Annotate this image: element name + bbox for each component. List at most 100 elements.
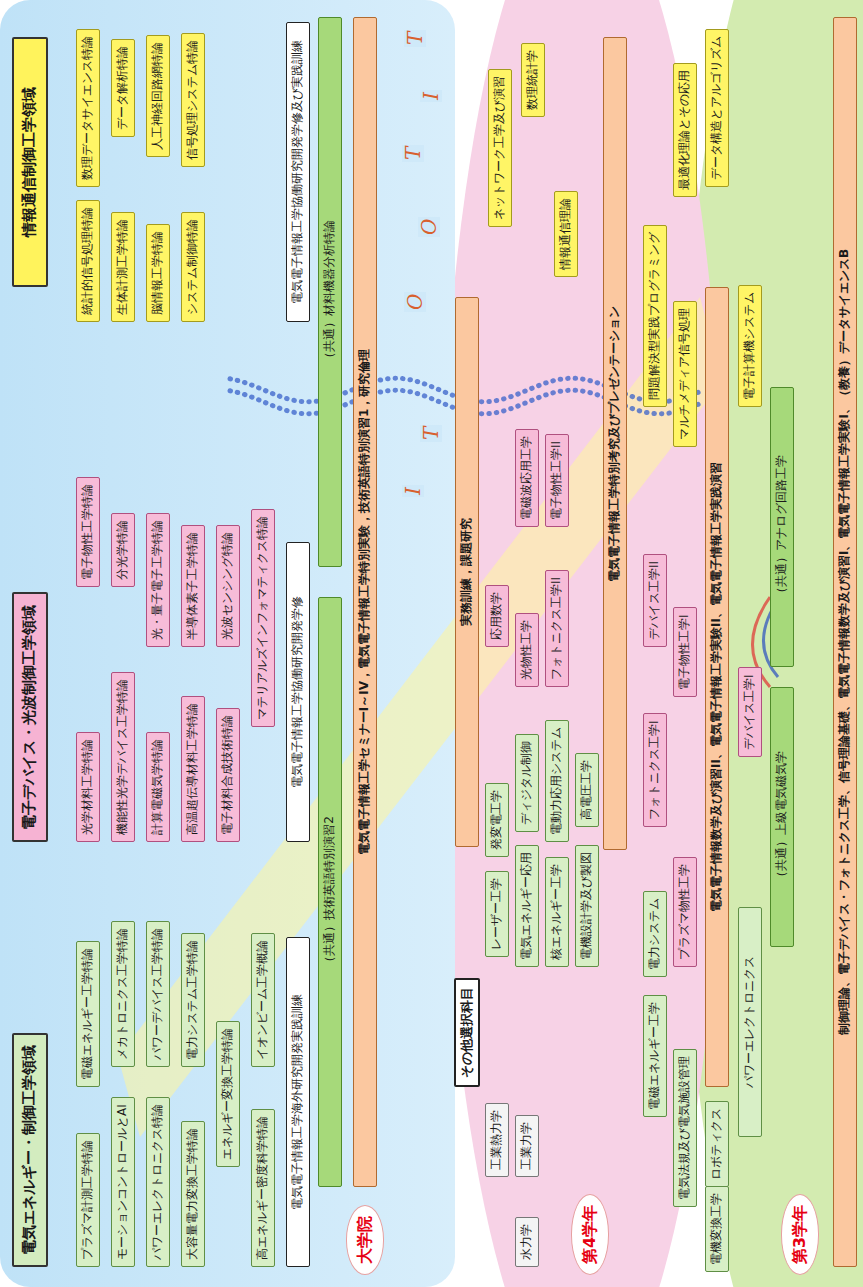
node-text: 工業力学 bbox=[519, 1122, 533, 1170]
node-text: 情報通信理論 bbox=[558, 198, 572, 270]
node-text: 電力システム工学特論 bbox=[185, 940, 199, 1060]
course-box: フォトニクス工学II bbox=[545, 570, 569, 687]
course-box: 電力システム工学特論 bbox=[181, 933, 205, 1067]
node-text: マテリアルズインフォマティクス特論 bbox=[255, 516, 269, 720]
node-text: 大容量電力変換工学特論 bbox=[185, 1128, 199, 1260]
node-text: 電子デバイス・光波制御工学領域 bbox=[20, 605, 38, 830]
watermark-letter: T bbox=[420, 425, 442, 442]
course-box: 光・量子電子工学特論 bbox=[146, 513, 170, 647]
node-text: 電磁エネルギー工学特論 bbox=[80, 948, 94, 1080]
node-text: 光波センシング特論 bbox=[220, 532, 234, 640]
node-text: 高温超伝導材料工学特論 bbox=[185, 703, 199, 835]
watermark-letter: I bbox=[420, 90, 442, 102]
course-box: モーションコントロールとAI bbox=[111, 1097, 135, 1267]
elective-header: その他選択科目 bbox=[454, 978, 481, 1087]
course-box: 数理統計学 bbox=[521, 43, 545, 117]
required-band: 電気電子情報工学セミナーI～IV，電気電子情報工学特別実験，技術英語特別演習1，… bbox=[353, 17, 377, 1187]
node-text: 電気エネルギー応用 bbox=[519, 852, 533, 960]
node-text: 電子物性工学I bbox=[677, 614, 691, 690]
course-box: 発変電工学 bbox=[485, 783, 509, 857]
node-text: 第3学年 bbox=[790, 1205, 809, 1264]
node-text: パワーデバイス工学特論 bbox=[150, 928, 164, 1060]
elective-box: 水力学 bbox=[515, 1217, 539, 1267]
region-header: 電気エネルギー・制御工学領域 bbox=[12, 1033, 48, 1267]
year-label: 第3学年 bbox=[781, 1194, 820, 1275]
course-box: 電機変換工学 bbox=[705, 1186, 729, 1272]
common-course-box: （共通）アナログ回路工学 bbox=[770, 387, 794, 667]
course-box: 電子物性工学I bbox=[673, 607, 697, 697]
node-text: 電子計算機システム bbox=[742, 292, 756, 400]
watermark-letter: T bbox=[402, 145, 424, 162]
node-text: 電機設計学及び製図 bbox=[579, 852, 593, 960]
course-box: データ解析特論 bbox=[111, 39, 135, 137]
node-text: レーザー工学 bbox=[489, 878, 503, 950]
node-text: メカトロニクス工学特論 bbox=[115, 928, 129, 1060]
course-box: 応用数学 bbox=[485, 585, 509, 647]
light-beam bbox=[118, 297, 722, 1137]
node-text: 大学院 bbox=[355, 1216, 374, 1264]
watermark-letter: O bbox=[418, 217, 440, 237]
node-text: 計算電磁気学特論 bbox=[150, 739, 164, 835]
node-text: 電気電子情報数学及び演習II、電気電子情報工学実験II、電気電子情報工学実践演習 bbox=[709, 462, 723, 912]
node-text: 電気電子情報工学協働研究開発学修 bbox=[290, 596, 304, 788]
training-box: 電気電子情報工学協働研究開発学修 bbox=[286, 542, 310, 842]
training-box: 電気電子情報工学協働研究開発学修及び実践訓練 bbox=[286, 22, 310, 322]
node-text: 脳情報工学特論 bbox=[150, 231, 164, 315]
node-text: フォトニクス工学I bbox=[647, 720, 661, 820]
course-box: プラズマ物性工学 bbox=[673, 857, 697, 967]
course-box: 電気エネルギー応用 bbox=[515, 845, 539, 967]
course-box: 電磁波応用工学 bbox=[515, 429, 539, 527]
course-box: デバイス工学II bbox=[643, 554, 667, 647]
course-box: フォトニクス工学I bbox=[643, 713, 667, 827]
required-band: 電気電子情報工学特別考究及びプレゼンテーション bbox=[603, 37, 627, 850]
watermark-letter: T bbox=[404, 30, 426, 47]
course-box: パワーエレクトロニクス bbox=[738, 907, 762, 1137]
course-box: 電磁エネルギー工学特論 bbox=[76, 941, 100, 1087]
node-text: システム制御特論 bbox=[185, 219, 199, 315]
year-label: 大学院 bbox=[346, 1205, 385, 1275]
node-text: エネルギー変換工学特論 bbox=[220, 1028, 234, 1160]
course-box: 光物性工学 bbox=[515, 613, 539, 687]
elective-box: 工業力学 bbox=[515, 1115, 539, 1177]
node-text: 電子物性工学II bbox=[549, 441, 563, 520]
node-text: 電気電子情報工学海外研究開発実践訓練 bbox=[290, 994, 304, 1210]
node-text: 電気電子情報工学協働研究開発学修及び実践訓練 bbox=[290, 40, 304, 304]
node-text: プラズマ物性工学 bbox=[677, 864, 691, 960]
course-box: ロボティクス bbox=[705, 1101, 729, 1187]
common-course-box: （共通）技術英語特別演習2 bbox=[318, 597, 342, 1187]
node-text: 電子材料合成技術特論 bbox=[220, 715, 234, 835]
node-text: 核エネルギー工学 bbox=[549, 864, 563, 960]
course-box: 脳情報工学特論 bbox=[146, 224, 170, 322]
course-box: パワーデバイス工学特論 bbox=[146, 921, 170, 1067]
course-box: 人工神経回路網特論 bbox=[146, 35, 170, 157]
course-box: 計算電磁気学特論 bbox=[146, 732, 170, 842]
node-text: 問題解決型実践プログラミング bbox=[647, 232, 661, 400]
course-box: 数理データサイエンス特論 bbox=[76, 29, 100, 187]
node-text: データ構造とアルゴリズム bbox=[709, 36, 723, 180]
common-course-box: （共通）材料機器分析特論 bbox=[318, 17, 342, 567]
node-text: 工業熱力学 bbox=[489, 1110, 503, 1170]
watermark-letter: I bbox=[402, 485, 424, 497]
node-text: 半導体素子工学特論 bbox=[185, 532, 199, 640]
node-text: ネットワーク工学及び演習 bbox=[492, 76, 506, 220]
node-text: （共通）材料機器分析特論 bbox=[322, 220, 336, 364]
course-box: マルチメディア信号処理 bbox=[673, 301, 697, 447]
required-band: 電気電子情報数学及び演習II、電気電子情報工学実験II、電気電子情報工学実践演習 bbox=[705, 287, 729, 1087]
node-text: ディジタル制御 bbox=[519, 741, 533, 825]
course-box: マテリアルズインフォマティクス特論 bbox=[251, 509, 275, 727]
node-text: 電機変換工学 bbox=[709, 1193, 723, 1265]
course-box: システム制御特論 bbox=[181, 212, 205, 322]
node-text: 高電圧工学 bbox=[579, 760, 593, 820]
node-text: 数理データサイエンス特論 bbox=[80, 36, 94, 180]
training-box: 電気電子情報工学海外研究開発実践訓練 bbox=[286, 937, 310, 1267]
node-text: 電気電子情報工学セミナーI～IV，電気電子情報工学特別実験，技術英語特別演習1，… bbox=[357, 349, 371, 856]
course-box: デバイス工学I bbox=[738, 667, 762, 757]
node-text: ロボティクス bbox=[709, 1108, 723, 1180]
node-text: 数理統計学 bbox=[525, 50, 539, 110]
course-box: 電気法規及び電気施設管理 bbox=[673, 1049, 697, 1207]
graduate-region bbox=[0, 0, 455, 1287]
node-text: 光学材料工学特論 bbox=[80, 739, 94, 835]
course-box: 情報通信理論 bbox=[554, 191, 578, 277]
course-box: 最適化理論とその応用 bbox=[673, 63, 697, 197]
